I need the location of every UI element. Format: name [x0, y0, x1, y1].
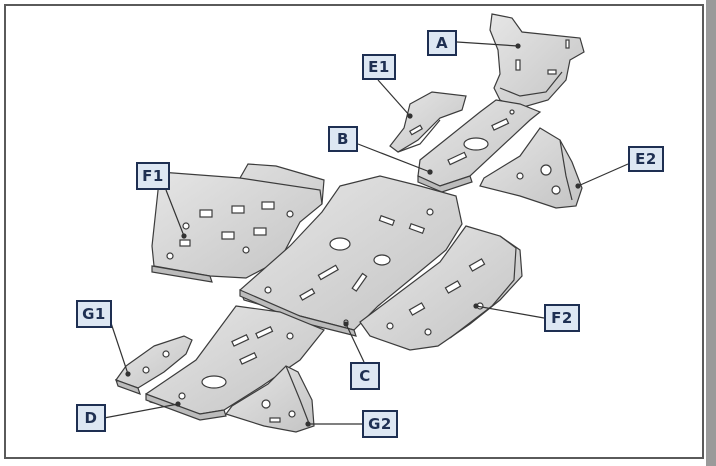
plate-a [489, 13, 585, 109]
callout-label-e1: E1 [362, 54, 396, 80]
callout-label-c: C [350, 362, 380, 390]
callout-label-d: D [76, 404, 106, 432]
callout-label-g2: G2 [362, 410, 398, 438]
leader-lines [103, 41, 629, 427]
callout-label-f2: F2 [544, 304, 580, 332]
plate-b [417, 99, 542, 193]
plate-e1 [389, 91, 467, 153]
plate-f1 [151, 163, 325, 283]
plate-e2 [479, 127, 583, 209]
callout-label-f1: F1 [136, 162, 170, 190]
plate-d [145, 305, 325, 421]
plate-c [239, 175, 463, 337]
plate-g1 [115, 335, 193, 395]
page-edge-bar [706, 0, 716, 466]
plate-g2 [225, 365, 315, 433]
callout-label-e2: E2 [628, 146, 664, 172]
callout-label-b: B [328, 126, 358, 152]
callout-label-g1: G1 [76, 300, 112, 328]
plate-f2 [359, 225, 523, 351]
callout-label-a: A [427, 30, 457, 56]
